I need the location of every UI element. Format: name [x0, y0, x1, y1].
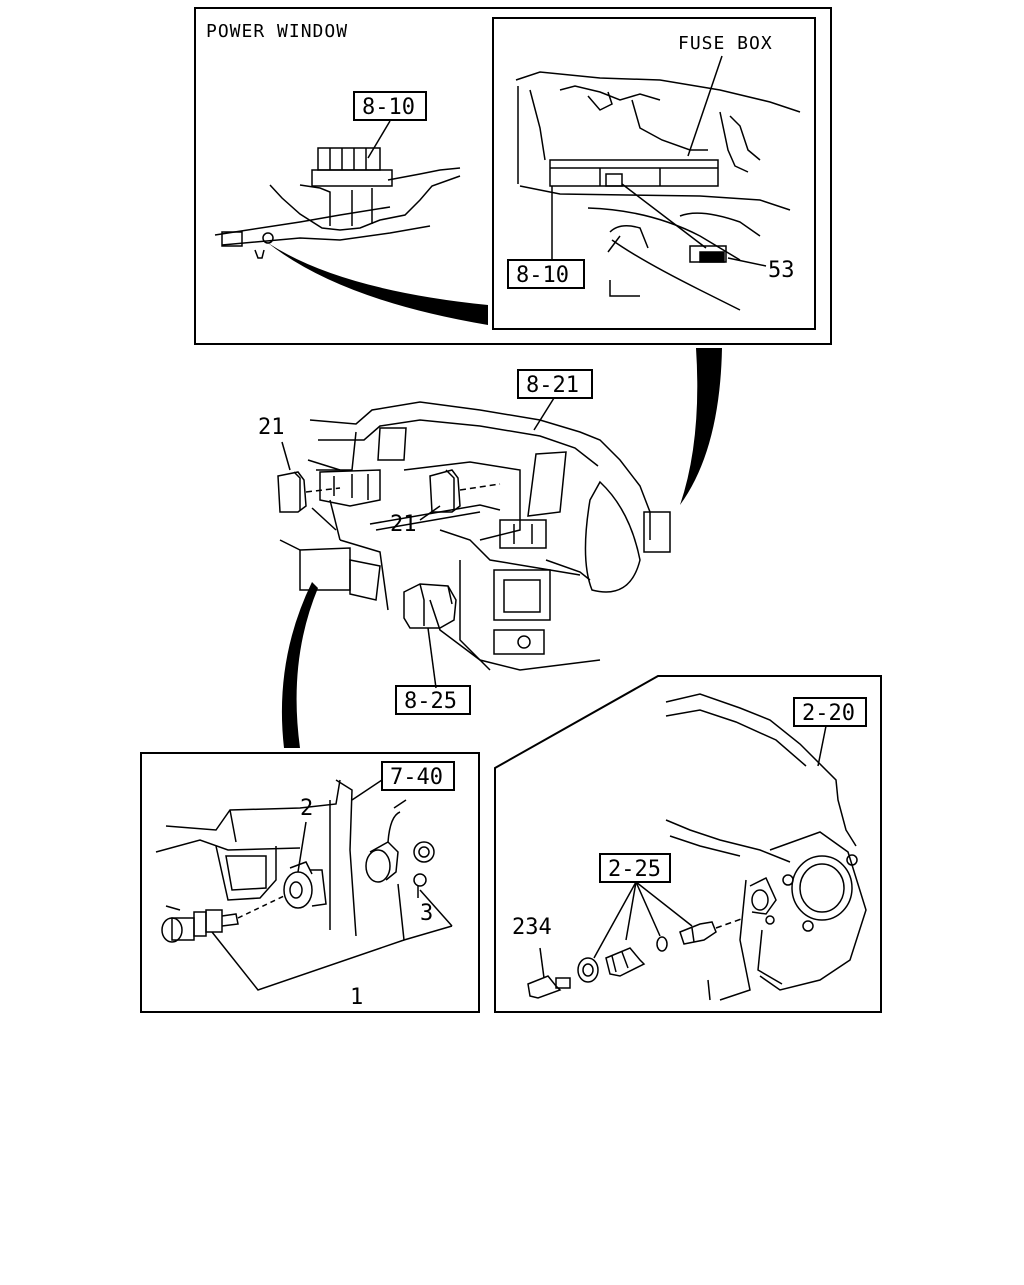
dashboard-panel: 8-21	[258, 369, 671, 748]
connector-swoosh-1	[268, 243, 488, 325]
ref-7-40-label: 7-40	[390, 765, 443, 790]
part-53-label: 53	[768, 258, 795, 283]
fuse-box-drawing	[515, 71, 801, 311]
switch-21-center	[429, 469, 501, 513]
ref-8-10-inset-label: 8-10	[516, 263, 569, 288]
dashboard-outline	[279, 401, 671, 671]
ref-box-8-21	[517, 369, 593, 399]
illumination-part	[365, 799, 435, 898]
part-3-label: 3	[420, 901, 433, 926]
speed-sensor-parts	[577, 917, 745, 983]
ref-8-21-label: 8-21	[526, 373, 579, 398]
part-234-label: 234	[512, 915, 552, 940]
connector-swoosh-3	[281, 582, 318, 748]
part-21-left-label: 21	[258, 415, 285, 440]
transmission-housing	[665, 693, 867, 1001]
transmission-panel: 2-20 2-25	[494, 675, 882, 1013]
fuse-box-inset	[492, 17, 816, 330]
part-1-label: 1	[350, 985, 363, 1010]
bracket-assembly	[214, 167, 461, 259]
console-drawing	[155, 779, 357, 937]
power-window-title: POWER WINDOW	[206, 21, 348, 42]
lighter-plug	[161, 895, 285, 943]
connector-swoosh-2	[680, 348, 722, 505]
ref-2-25-label: 2-25	[608, 857, 661, 882]
ref-box-2-20	[793, 697, 867, 727]
fuse-box-label: FUSE BOX	[678, 33, 773, 54]
ref-box-8-10-inset	[507, 259, 585, 289]
ref-8-25-label: 8-25	[404, 689, 457, 714]
switch-21-left	[277, 471, 341, 513]
lighter-panel: 7-40 2	[140, 752, 480, 1013]
ref-8-10-label: 8-10	[362, 95, 415, 120]
ref-box-7-40	[381, 761, 455, 791]
part-21-center-label: 21	[390, 512, 417, 537]
connector-53	[621, 183, 767, 267]
part-2-label: 2	[300, 796, 313, 821]
power-window-panel: POWER WINDOW 8-10	[194, 7, 832, 345]
module-8-25	[403, 583, 457, 629]
sensor-234	[527, 947, 571, 999]
leader-lines-2-25	[593, 881, 693, 959]
relay-block	[311, 147, 393, 187]
ref-box-8-25	[395, 685, 471, 715]
ref-box-2-25	[599, 853, 671, 883]
ref-box-8-10	[353, 91, 427, 121]
ref-2-20-label: 2-20	[802, 701, 855, 726]
